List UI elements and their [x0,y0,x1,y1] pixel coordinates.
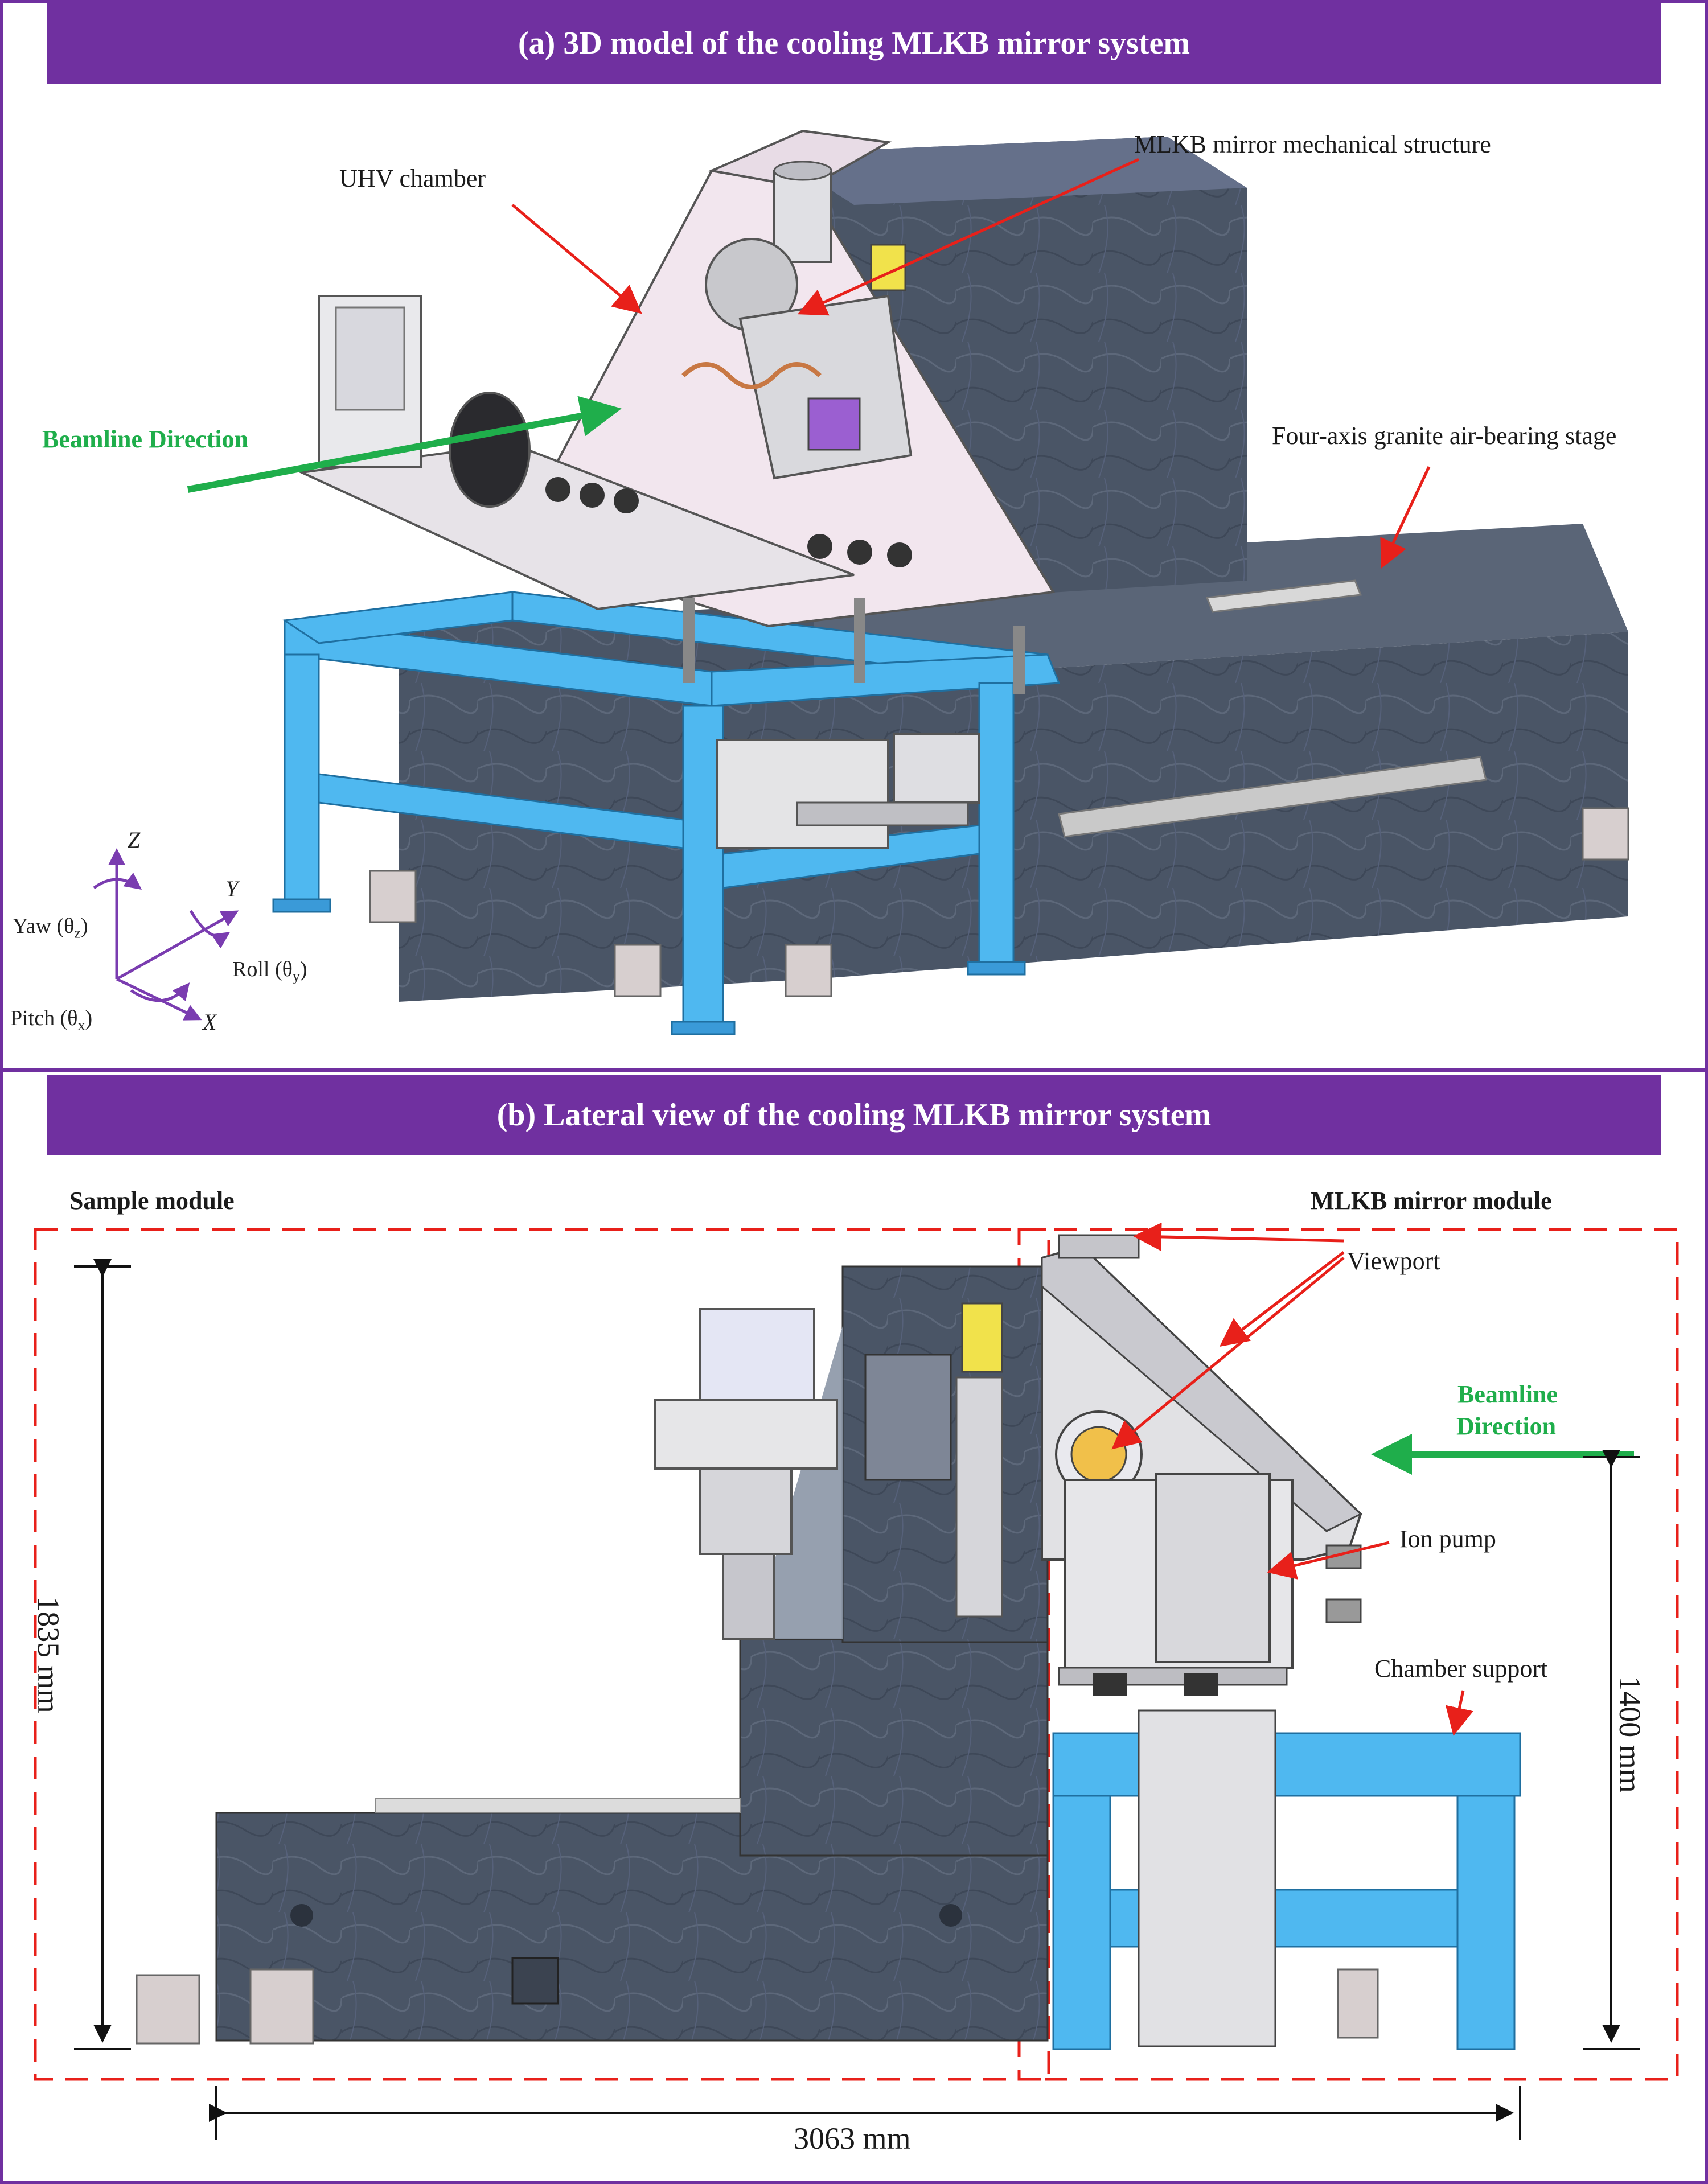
chamber-support-arrow [1445,1690,1473,1736]
granite-stage-arrow [1380,466,1431,569]
mirror-structure-arrow [797,158,1140,316]
chamber-support-3d [272,591,1061,1035]
granite-stage-lateral [215,1265,1049,2042]
roll-rotation-icon [189,910,231,949]
beamline-direction-label-b-line1: Beamline [1457,1380,1558,1408]
x-axis [116,977,202,1021]
viewport-arrow-1 [1133,1222,1344,1251]
viewport-arrow-2 [1220,1251,1345,1347]
panel-b-title: (b) Lateral view of the cooling MLKB mir… [47,1075,1661,1155]
foot-center [249,1968,314,2045]
y-axis [116,910,239,981]
dimension-height-total: 1835 mm [31,1596,65,1713]
ion-pump-label: Ion pump [1399,1525,1496,1553]
uhv-chamber-3d [297,129,1056,694]
beamline-direction-label-a: Beamline Direction [42,425,249,453]
panel-a-model [93,129,1629,1035]
axis-x-label: X [203,1009,217,1035]
panel-divider [0,1068,1708,1072]
foot-left [136,1974,200,2045]
yaw-label: Yaw (θz) [13,914,88,941]
pitch-label: Pitch (θx) [10,1006,93,1034]
pitch-rotation-icon [130,982,190,1002]
granite-stage-label: Four-axis granite air-bearing stage [1272,422,1617,450]
yaw-rotation-icon [93,873,142,890]
sample-module-label: Sample module [69,1187,235,1215]
stage-box-3d [716,733,980,849]
uhv-chamber-arrow [511,204,642,314]
dimension-lines [74,1259,1640,2140]
ion-pump-arrow [1267,1541,1390,1580]
uhv-chamber-label: UHV chamber [339,164,486,192]
chamber-support-label: Chamber support [1374,1655,1548,1683]
beamline-direction-label-b-line2: Direction [1456,1412,1557,1440]
panel-b-lateral [34,1222,1679,2140]
dimension-height-chamber: 1400 mm [1612,1676,1647,1793]
mirror-module-label: MLKB mirror module [1311,1187,1552,1215]
viewport-arrow-3 [1111,1257,1345,1450]
mirror-structure-label: MLKB mirror mechanical structure [1134,130,1491,158]
beamline-direction-arrow-a [187,396,622,493]
coordinate-triad [93,848,239,1021]
roll-label: Roll (θy) [232,957,307,985]
axis-z-label: Z [128,827,141,853]
sample-module-box [34,1228,1050,2081]
panel-a-title: (a) 3D model of the cooling MLKB mirror … [47,2,1661,84]
chamber-support-lateral [1052,1709,1521,2050]
ion-pump-body [1155,1473,1271,1663]
axis-y-label: Y [225,876,239,902]
sample-instruments [654,1302,1003,1640]
dimension-length-total: 3063 mm [794,2121,911,2156]
viewport-label: Viewport [1347,1247,1440,1275]
